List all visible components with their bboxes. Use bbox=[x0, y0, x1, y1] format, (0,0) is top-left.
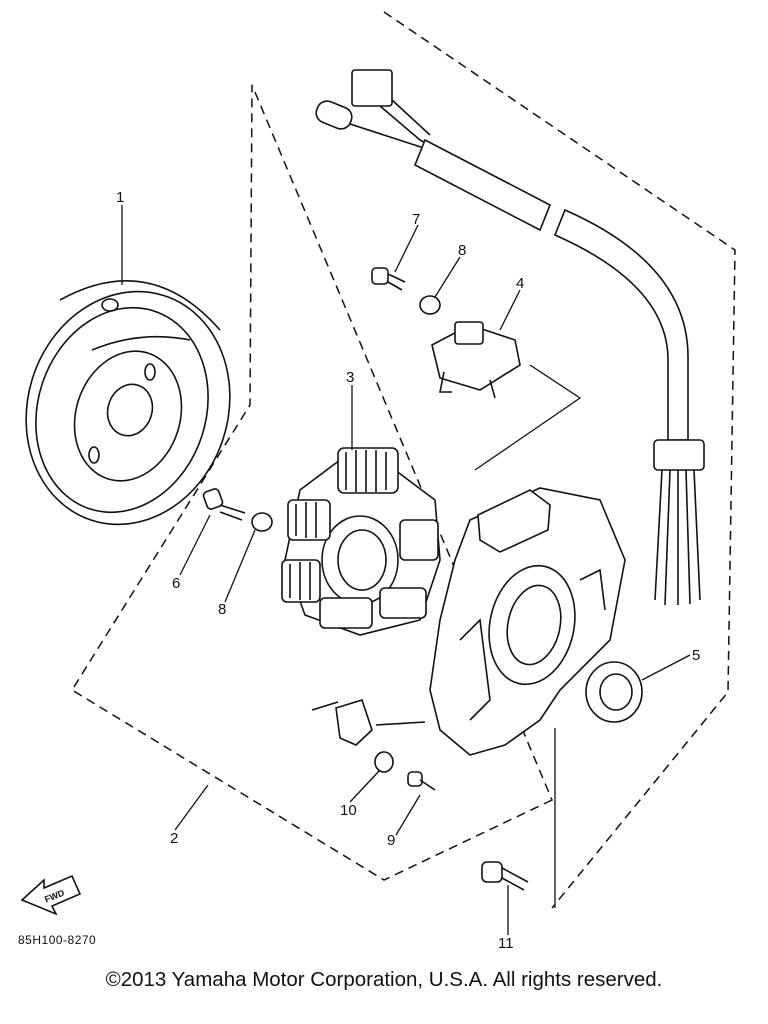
screw-11 bbox=[481, 861, 529, 891]
diagram-code: 85H100-8270 bbox=[18, 933, 96, 947]
wire-harness bbox=[315, 69, 705, 606]
screw-7 bbox=[371, 267, 406, 291]
callout-3: 3 bbox=[346, 369, 354, 386]
assembly-boundary bbox=[70, 11, 736, 909]
callout-11: 11 bbox=[498, 935, 514, 952]
washer-8-top bbox=[419, 295, 441, 315]
flywheel-rotor bbox=[25, 280, 231, 526]
screw-9 bbox=[407, 771, 436, 791]
callout-7: 7 bbox=[412, 211, 420, 228]
callout-6: 6 bbox=[172, 575, 180, 592]
callout-5: 5 bbox=[692, 647, 700, 664]
stator-base-plate bbox=[429, 487, 626, 756]
callout-10: 10 bbox=[340, 802, 357, 819]
callout-2: 2 bbox=[170, 830, 178, 847]
parts-diagram: 1 2 3 4 5 6 7 8 8 9 10 11 FWD 85H100-827… bbox=[18, 11, 736, 952]
callout-4: 4 bbox=[516, 275, 524, 292]
callout-9: 9 bbox=[387, 832, 395, 849]
washer-8-left bbox=[251, 512, 273, 532]
copyright-notice: ©2013 Yamaha Motor Corporation, U.S.A. A… bbox=[105, 968, 663, 991]
callout-8-top: 8 bbox=[458, 242, 466, 259]
pickup-bracket bbox=[311, 699, 426, 746]
oil-seal bbox=[585, 661, 643, 723]
screw-6 bbox=[202, 488, 246, 521]
fwd-arrow-icon: FWD bbox=[20, 874, 82, 916]
callout-8-left: 8 bbox=[218, 601, 226, 618]
leader-lines bbox=[121, 205, 691, 935]
pickup-coil bbox=[431, 321, 521, 399]
washer-10 bbox=[374, 751, 394, 773]
callout-1: 1 bbox=[116, 189, 124, 206]
stator-coil bbox=[281, 447, 441, 636]
